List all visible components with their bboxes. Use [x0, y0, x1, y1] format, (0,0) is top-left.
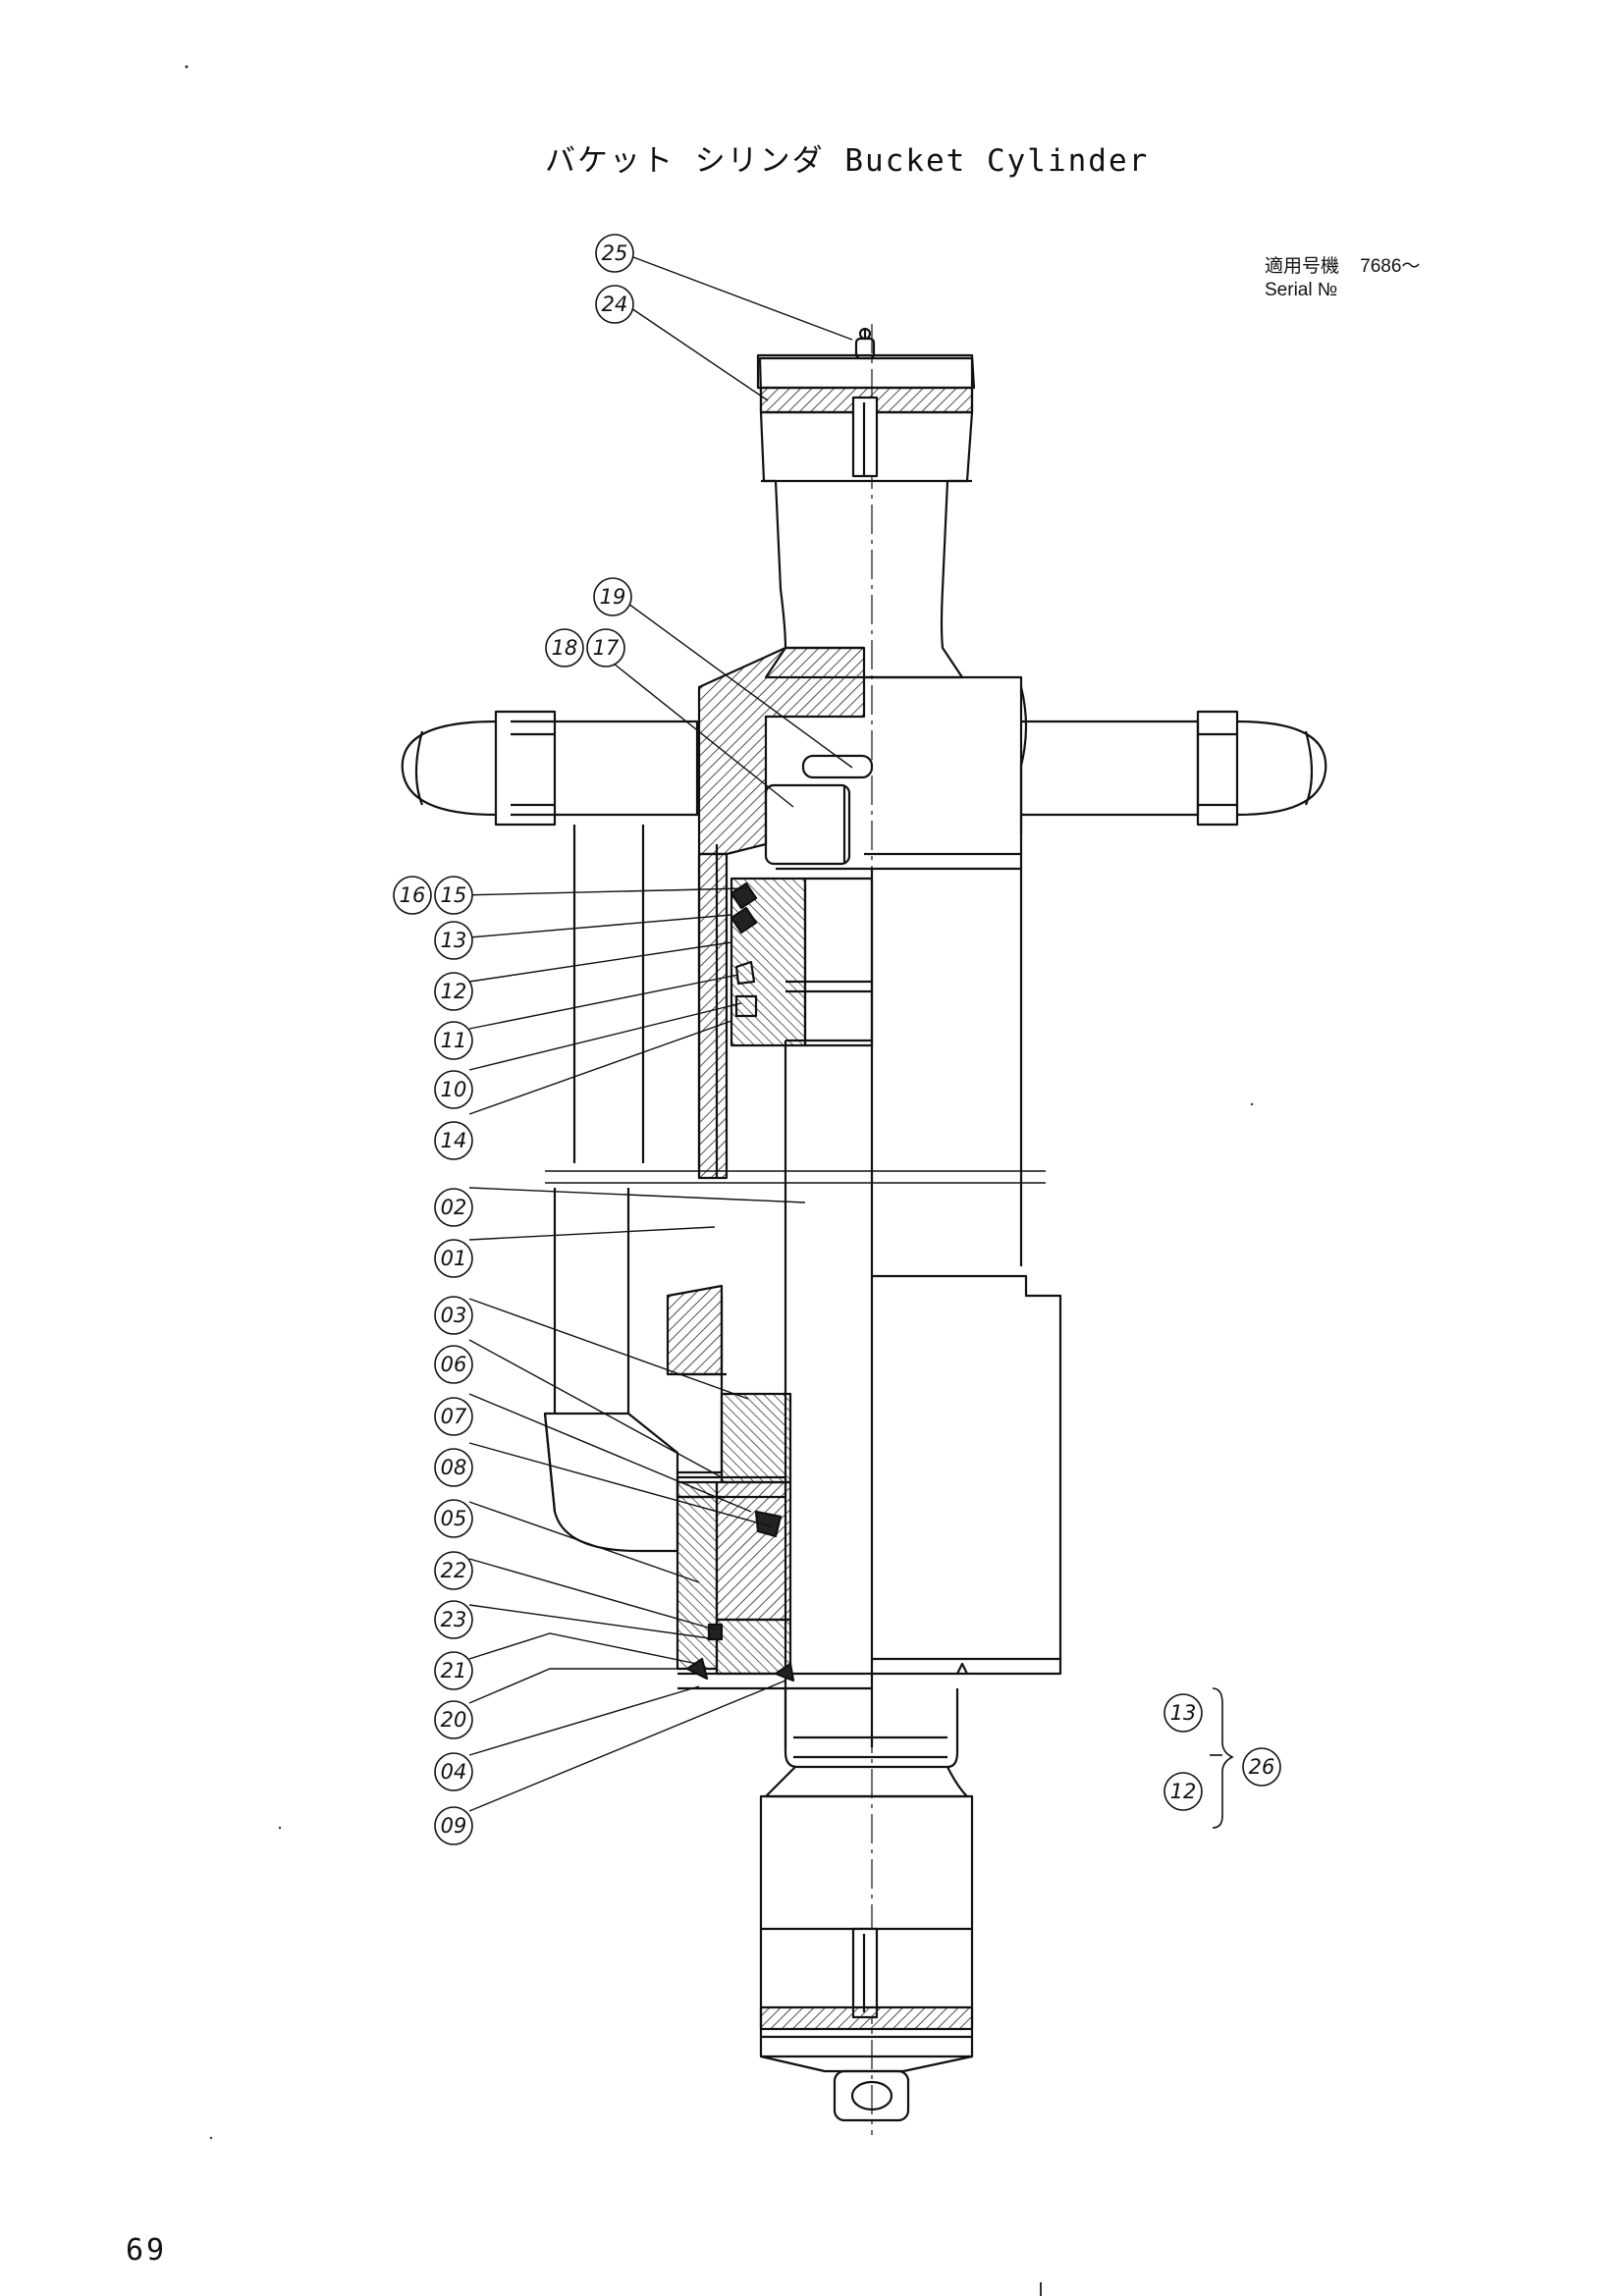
svg-text:08: 08 — [441, 1456, 467, 1479]
callout-16: 16 — [393, 876, 432, 915]
serial-value: 7686〜 — [1360, 256, 1421, 277]
callout-01: 01 — [434, 1239, 473, 1278]
svg-text:02: 02 — [441, 1196, 467, 1219]
svg-text:20: 20 — [441, 1708, 467, 1732]
svg-text:05: 05 — [441, 1507, 467, 1530]
callout-05: 05 — [434, 1499, 473, 1538]
scan-marks — [185, 65, 1254, 2296]
callout-17: 17 — [586, 628, 625, 667]
callout-10: 10 — [434, 1070, 473, 1109]
callout-22: 22 — [434, 1551, 473, 1590]
svg-text:12: 12 — [1170, 1780, 1197, 1803]
svg-text:14: 14 — [441, 1129, 467, 1152]
callout-08: 08 — [434, 1448, 473, 1487]
kit-brace — [1212, 1687, 1234, 1829]
svg-text:21: 21 — [441, 1659, 467, 1682]
piston — [730, 877, 874, 1047]
callout-18: 18 — [545, 628, 584, 667]
svg-text:18: 18 — [552, 636, 578, 660]
callout-25: 25 — [595, 234, 634, 273]
svg-text:11: 11 — [441, 1029, 467, 1052]
callout-23: 23 — [434, 1600, 473, 1639]
callouts: 25 24 19 18 17 16 15 13 12 11 10 14 02 0… — [393, 234, 634, 1845]
svg-text:13: 13 — [1170, 1701, 1197, 1725]
callout-09: 09 — [434, 1806, 473, 1845]
callout-06: 06 — [434, 1345, 473, 1384]
cylinder-drawing — [401, 324, 1327, 2135]
serial-applicability: 適用号機 7686〜 Serial № — [1265, 255, 1420, 302]
callout-24: 24 — [595, 285, 634, 324]
callout-13: 13 — [434, 921, 473, 960]
callout-15: 15 — [434, 876, 473, 915]
callout-19: 19 — [593, 577, 632, 616]
kit-callout-26: 26 — [1242, 1747, 1281, 1787]
callout-14: 14 — [434, 1121, 473, 1160]
svg-text:07: 07 — [441, 1405, 467, 1428]
seal-kit-note: 13 12 26 — [1163, 1687, 1281, 1829]
callout-12: 12 — [434, 972, 473, 1011]
cylinder-body-right — [872, 1274, 1062, 1676]
head-block — [697, 646, 1028, 871]
svg-text:16: 16 — [400, 883, 426, 907]
top-eye-end — [756, 327, 976, 679]
trunnion-arms — [401, 710, 1327, 827]
svg-text:25: 25 — [602, 241, 628, 265]
svg-text:03: 03 — [441, 1304, 467, 1327]
svg-text:22: 22 — [441, 1559, 467, 1582]
callout-04: 04 — [434, 1752, 473, 1791]
page-title: バケット シリンダ Bucket Cylinder — [545, 143, 1150, 179]
kit-callout-13: 13 — [1163, 1693, 1203, 1733]
svg-text:26: 26 — [1249, 1755, 1275, 1779]
svg-text:15: 15 — [441, 883, 467, 907]
page-number: 69 — [126, 2233, 168, 2268]
svg-text:17: 17 — [593, 636, 620, 660]
svg-text:10: 10 — [441, 1078, 467, 1101]
callout-03: 03 — [434, 1296, 473, 1335]
bottom-eye-end — [759, 1688, 974, 2122]
svg-text:19: 19 — [600, 585, 626, 609]
callout-21: 21 — [434, 1651, 473, 1690]
svg-text:12: 12 — [441, 980, 467, 1003]
callout-11: 11 — [434, 1021, 473, 1060]
callout-07: 07 — [434, 1397, 473, 1436]
kit-callout-12: 12 — [1163, 1772, 1203, 1811]
svg-text:04: 04 — [441, 1760, 467, 1784]
svg-text:06: 06 — [441, 1353, 467, 1376]
callout-02: 02 — [434, 1188, 473, 1227]
svg-text:01: 01 — [441, 1247, 467, 1270]
callout-20: 20 — [434, 1700, 473, 1739]
serial-label-jp: 適用号機 — [1265, 256, 1340, 277]
svg-text:13: 13 — [441, 929, 467, 952]
svg-text:09: 09 — [441, 1814, 467, 1838]
svg-text:23: 23 — [441, 1608, 467, 1631]
svg-text:24: 24 — [602, 293, 628, 316]
leader-lines — [459, 256, 853, 1812]
rod-gland — [666, 1284, 872, 1690]
serial-label-en: Serial № — [1265, 280, 1338, 300]
